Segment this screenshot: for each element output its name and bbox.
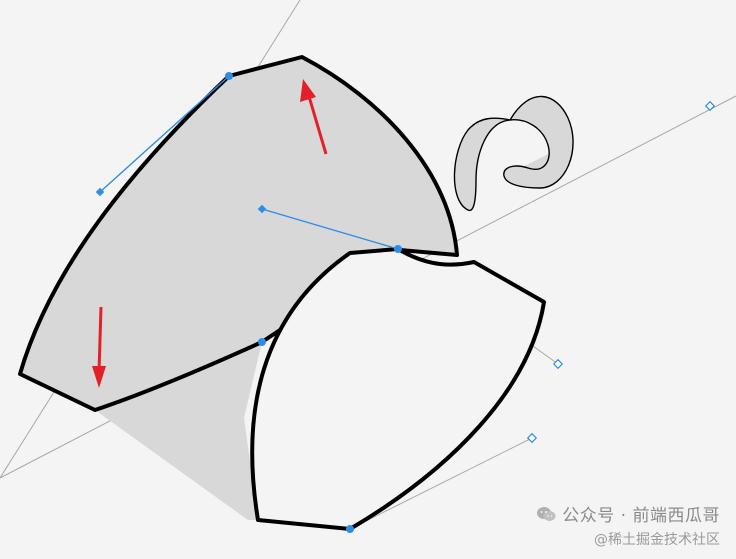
bezier-handle-top-left[interactable] <box>95 187 105 197</box>
anchor-point-middle[interactable] <box>394 245 402 253</box>
white-lens-shape[interactable] <box>250 247 546 531</box>
small-irregular-shape[interactable] <box>453 95 574 212</box>
gray-curved-shape[interactable] <box>18 55 459 412</box>
bezier-handle-bottom-right[interactable] <box>526 432 538 444</box>
bezier-handle-lower-right[interactable] <box>552 358 564 370</box>
anchor-point-bottom[interactable] <box>346 525 354 533</box>
guide-line-bottom <box>349 437 533 530</box>
shadow-fill-region <box>95 342 262 520</box>
anchor-point-center-left[interactable] <box>258 338 266 346</box>
control-handle-line-top[interactable] <box>99 75 230 193</box>
bezier-handle-middle[interactable] <box>257 204 267 214</box>
bezier-handle-far-right[interactable] <box>704 100 716 112</box>
control-handle-line-middle[interactable] <box>261 208 399 250</box>
anchor-point-top[interactable] <box>225 72 233 80</box>
red-arrow-down <box>92 306 106 388</box>
red-arrow-up <box>300 79 328 155</box>
